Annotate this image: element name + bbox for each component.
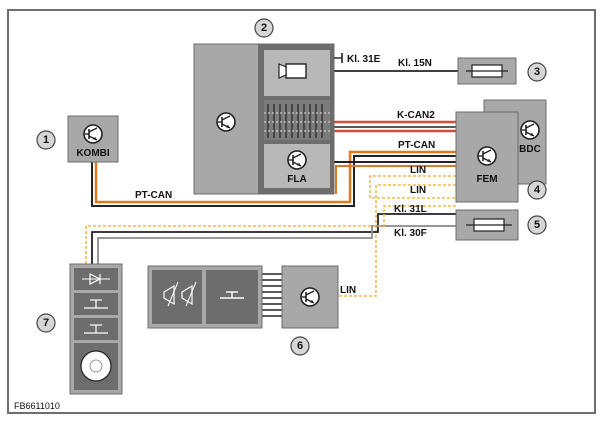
lin1-label: LIN xyxy=(410,165,426,176)
kl31e-label: Kl. 31E xyxy=(347,54,381,65)
svg-text:3: 3 xyxy=(534,66,540,78)
led-icon xyxy=(82,273,110,285)
svg-text:1: 1 xyxy=(43,134,49,146)
lin-module6-label: LIN xyxy=(340,285,356,296)
callout-5: 5 xyxy=(527,215,547,235)
svg-text:5: 5 xyxy=(534,219,540,231)
module6-harness xyxy=(262,273,282,317)
module6-transistor-icon xyxy=(300,287,320,307)
fla-label: FLA xyxy=(287,174,306,185)
svg-text:7: 7 xyxy=(43,317,49,329)
bdc-label: BDC xyxy=(519,144,541,155)
module-5-fuse xyxy=(455,209,519,241)
k-can2-wire xyxy=(334,120,456,133)
module-6 xyxy=(147,265,339,329)
module-2: FLA Kl. 31E xyxy=(193,43,381,195)
kl30f-label: Kl. 30F xyxy=(394,228,427,239)
kombi-label: KOMBI xyxy=(76,148,110,159)
module-3-fuse xyxy=(457,57,517,85)
pt-can-wire-kombi xyxy=(91,150,456,207)
lin2-label: LIN xyxy=(410,185,426,196)
bdc-transistor-icon xyxy=(520,120,540,140)
ptcan-fem-label: PT-CAN xyxy=(398,140,435,151)
callout-4: 4 xyxy=(527,180,547,200)
fem-transistor-icon xyxy=(477,146,497,166)
ptcan-kombi-label: PT-CAN xyxy=(135,190,172,201)
switch-icon-6 xyxy=(220,291,244,299)
camera-icon xyxy=(278,63,307,79)
fem-label: FEM xyxy=(476,174,497,185)
module-4-fem: BDC FEM xyxy=(455,99,547,203)
heating-grid-icon xyxy=(264,100,330,140)
lin-wires-fem xyxy=(338,175,456,297)
callout-2: 2 xyxy=(254,18,274,38)
kombi-transistor-icon xyxy=(83,124,103,144)
callout-6: 6 xyxy=(290,336,310,356)
svg-text:6: 6 xyxy=(297,340,303,352)
figure-code: FB6611010 xyxy=(14,401,60,411)
callout-7: 7 xyxy=(36,313,56,333)
kl31l-label: Kl. 31L xyxy=(394,204,427,215)
fla-transistor-icon xyxy=(287,150,307,170)
kl15n-label: Kl. 15N xyxy=(398,58,432,69)
kcan2-label: K-CAN2 xyxy=(397,110,435,121)
kl31l-kl30f-wires xyxy=(85,205,456,264)
svg-text:4: 4 xyxy=(534,184,541,196)
switch-icon-7a xyxy=(84,299,108,309)
motor-icon xyxy=(163,281,197,307)
module-1-kombi: KOMBI xyxy=(67,115,119,163)
switch-icon-7b xyxy=(84,324,108,334)
callout-3: 3 xyxy=(527,62,547,82)
light-sensor-icon xyxy=(80,350,112,382)
kl31e-ground-icon xyxy=(334,53,343,63)
callout-1: 1 xyxy=(36,130,56,150)
module-7 xyxy=(69,263,123,395)
svg-text:2: 2 xyxy=(261,22,267,34)
module2-transistor-icon xyxy=(216,112,236,132)
